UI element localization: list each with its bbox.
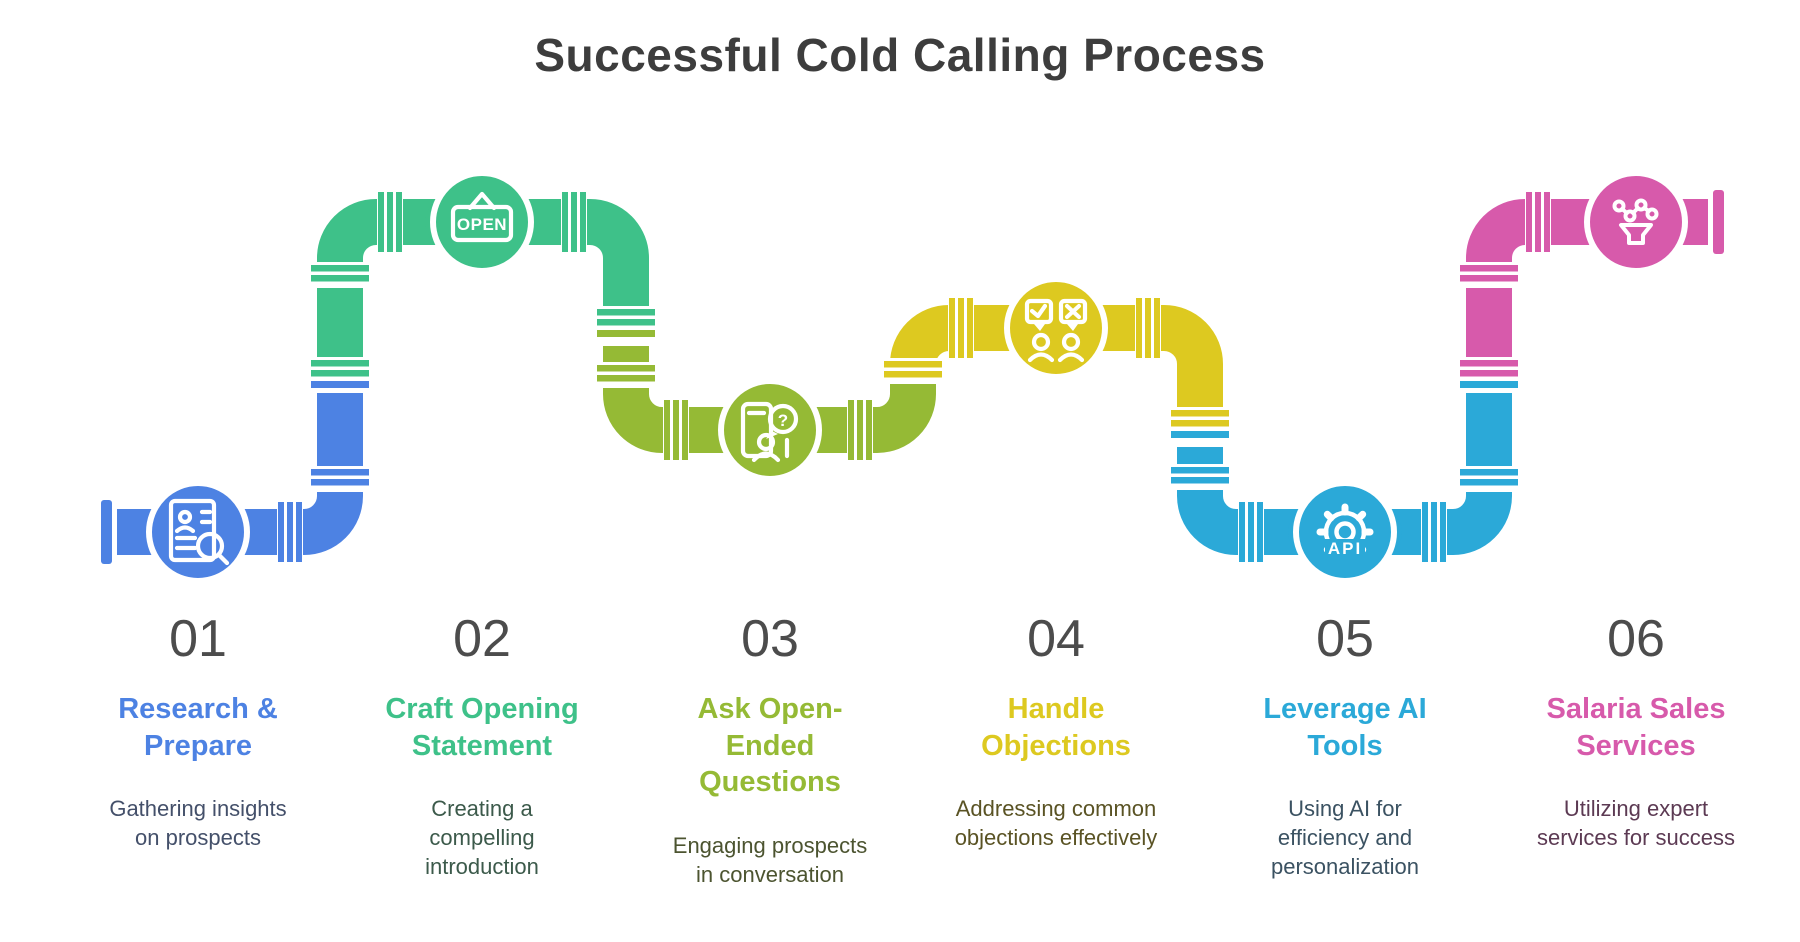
step-title: Research & Prepare [118, 693, 278, 762]
step-title: Leverage AI Tools [1263, 693, 1427, 762]
step-description: Addressing common objections effectively [954, 796, 1158, 851]
pipe-start-cap [101, 500, 112, 564]
pipeline-diagram: OPEN ? [101, 170, 1724, 584]
pipe-couplings-vertical [309, 262, 1520, 492]
step-column-6: 06 Salaria Sales Services Utilizing expe… [1486, 600, 1786, 852]
step-2-badge [430, 170, 534, 274]
step-description: Engaging prospects in conversation [672, 832, 868, 887]
step-number: 04 [1027, 610, 1085, 668]
step-4-badge [1004, 276, 1108, 380]
question-mark: ? [778, 411, 788, 430]
open-sign-icon: OPEN [450, 191, 514, 243]
step-column-5: 05 Leverage AI Tools Using AI for effici… [1195, 600, 1495, 881]
step-description: Creating a compelling introduction [425, 796, 539, 880]
step-5-badge [1293, 480, 1397, 584]
resume-search-icon [168, 498, 230, 566]
step-description: Using AI for efficiency and personalizat… [1271, 796, 1419, 880]
objection-check-x-bubbles-icon [1024, 298, 1088, 363]
step-number: 06 [1607, 610, 1665, 668]
pipe-couplings-horizontal [277, 189, 1551, 565]
step-description: Gathering insights on prospects [109, 796, 287, 851]
step-column-3: 03 Ask Open- Ended Questions Engaging pr… [620, 600, 920, 889]
step-6-badge [1584, 170, 1688, 274]
funnel-analytics-icon [1612, 198, 1659, 245]
question-conversation-icon: ? [740, 401, 799, 463]
step-title: Ask Open- Ended Questions [697, 693, 843, 799]
step-column-1: 01 Research & Prepare Gathering insights… [48, 600, 348, 852]
step-number: 02 [453, 610, 511, 668]
step-1-badge [146, 480, 250, 584]
step-column-2: 02 Craft Opening Statement Creating a co… [332, 600, 632, 881]
page-title: Successful Cold Calling Process [534, 29, 1266, 81]
step-title: Salaria Sales Services [1546, 693, 1726, 762]
api-label: API [1328, 539, 1362, 558]
pipe-segment-1 [117, 380, 363, 555]
step-number: 03 [741, 610, 799, 668]
api-gear-icon: API [1316, 503, 1374, 558]
step-number: 01 [169, 610, 227, 668]
pipe-end-cap [1713, 190, 1724, 254]
step-column-4: 04 Handle Objections Addressing common o… [906, 600, 1206, 852]
open-sign-label: OPEN [457, 215, 507, 234]
pipe-segment-6 [1466, 199, 1708, 383]
step-title: Craft Opening Statement [385, 693, 579, 762]
step-number: 05 [1316, 610, 1374, 668]
step-title: Handle Objections [981, 693, 1131, 762]
step-description: Utilizing expert services for success [1536, 796, 1736, 851]
